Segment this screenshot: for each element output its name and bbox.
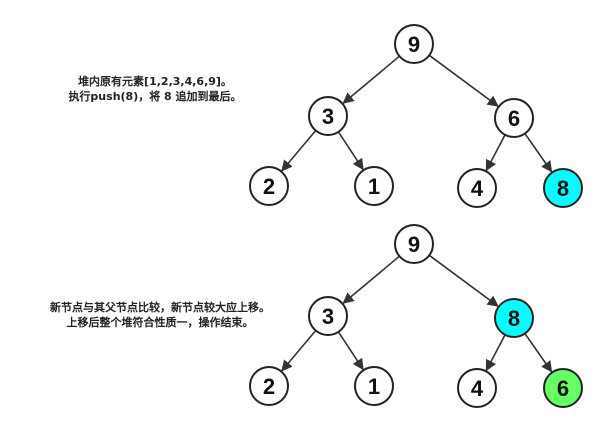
edge-n2-n5 [485, 334, 506, 372]
heap-node-6 [494, 98, 534, 138]
step-2-tree: 9 3 8 2 1 4 6 [249, 224, 583, 408]
heap-node-label: 4 [471, 376, 484, 401]
edge-n2-n6 [524, 333, 553, 373]
step-2-caption: 新节点与其父节点比较，新节点较大应上移。 上移后整个堆符合性质一，操作结束。 [10, 300, 310, 330]
heap-node-label: 6 [508, 106, 520, 131]
edge-n2-n5 [485, 134, 506, 172]
heap-node-3 [308, 296, 348, 336]
heap-node-label: 9 [408, 32, 420, 57]
heap-node-label: 2 [263, 374, 275, 399]
heap-node-label: 3 [322, 304, 334, 329]
heap-node-9 [394, 224, 434, 264]
edge-n1-n3 [281, 130, 317, 172]
heap-node-label: 8 [557, 176, 569, 201]
edge-n1-n3 [281, 330, 317, 372]
edge-n1-n4 [337, 131, 364, 171]
edge-n0-n1 [342, 255, 400, 304]
edge-n0-n2 [428, 54, 499, 107]
step-1-caption: 堆内原有元素[1,2,3,4,6,9]。 执行push(8)，将 8 追加到最后… [50, 74, 260, 104]
heap-node-8 [494, 298, 534, 338]
heap-node-label: 8 [508, 306, 520, 331]
heap-node-3 [308, 96, 348, 136]
step-1-tree: 9 3 6 2 1 4 8 [249, 24, 583, 208]
heap-node-4 [457, 368, 497, 408]
step-1-caption-line-1: 堆内原有元素[1,2,3,4,6,9]。 [78, 75, 232, 88]
heap-node-6 [543, 368, 583, 408]
heap-node-8 [543, 168, 583, 208]
heap-node-label: 3 [322, 104, 334, 129]
step-2-caption-line-1: 新节点与其父节点比较，新节点较大应上移。 [50, 301, 270, 314]
heap-node-label: 4 [471, 176, 484, 201]
step-2-caption-line-2: 上移后整个堆符合性质一，操作结束。 [66, 316, 254, 329]
edge-n2-n6 [524, 133, 553, 173]
heap-node-label: 6 [557, 376, 569, 401]
heap-node-4 [457, 168, 497, 208]
heap-node-label: 1 [368, 174, 380, 199]
edge-n0-n2 [428, 254, 499, 307]
heap-node-2 [249, 166, 289, 206]
edge-n0-n1 [342, 55, 400, 104]
heap-node-label: 9 [408, 232, 420, 257]
heap-node-label: 1 [368, 374, 380, 399]
heap-node-1 [354, 166, 394, 206]
heap-node-label: 2 [263, 174, 275, 199]
heap-node-9 [394, 24, 434, 64]
edge-n1-n4 [337, 331, 364, 371]
heap-node-2 [249, 366, 289, 406]
step-1-caption-line-2: 执行push(8)，将 8 追加到最后。 [68, 90, 242, 103]
heap-node-1 [354, 366, 394, 406]
